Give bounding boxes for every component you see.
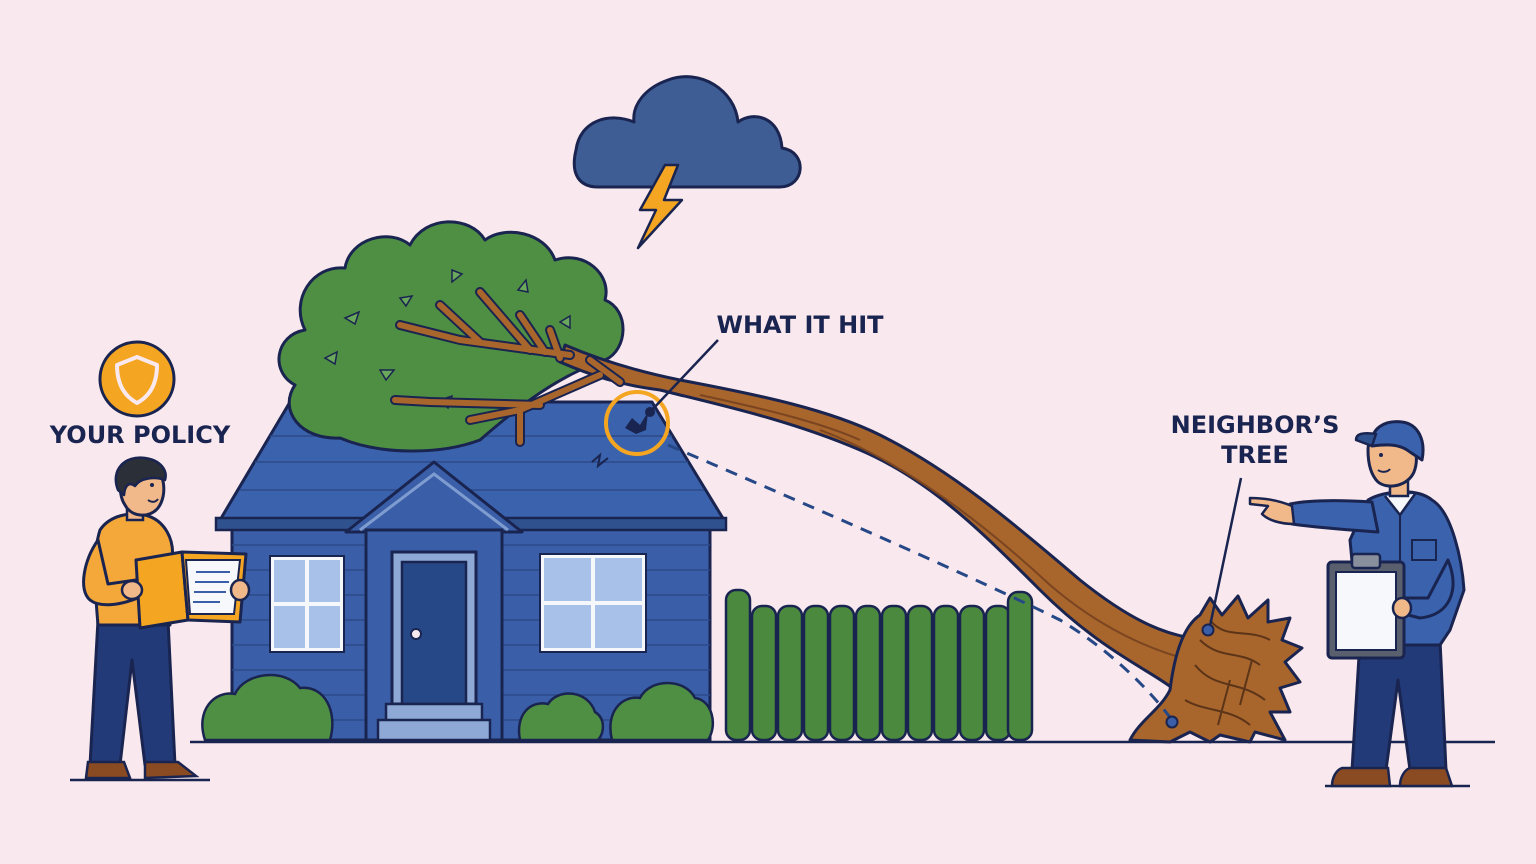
window-left: [269, 555, 345, 653]
window-right: [539, 553, 647, 653]
neighbors-tree-label-line2: TREE: [1221, 441, 1289, 469]
fall-arc: [667, 443, 1174, 721]
ground: [70, 740, 1495, 788]
root-ball: [1128, 594, 1304, 744]
your-policy-label: YOUR POLICY: [49, 421, 231, 449]
callout-dot-hit: [645, 407, 655, 417]
neighbors-tree-label: NEIGHBOR’S TREE: [1160, 410, 1350, 470]
lightning-icon: [636, 163, 684, 250]
worker-figure: [1248, 420, 1466, 788]
storm-cloud-icon: [572, 75, 802, 250]
neighbors-tree-label-line1: NEIGHBOR’S: [1170, 411, 1340, 439]
shield-icon: [98, 340, 176, 418]
bushes: [201, 673, 715, 742]
callout-dot-tree: [1201, 623, 1215, 637]
fallen-tree: [390, 287, 1217, 692]
homeowner-figure: [82, 456, 251, 780]
fence: [724, 588, 1034, 742]
impact-circle-icon: [604, 390, 670, 456]
what-it-hit-label: WHAT IT HIT: [716, 311, 884, 339]
callout-lines: [649, 339, 1243, 627]
roof-crack: [591, 452, 609, 469]
